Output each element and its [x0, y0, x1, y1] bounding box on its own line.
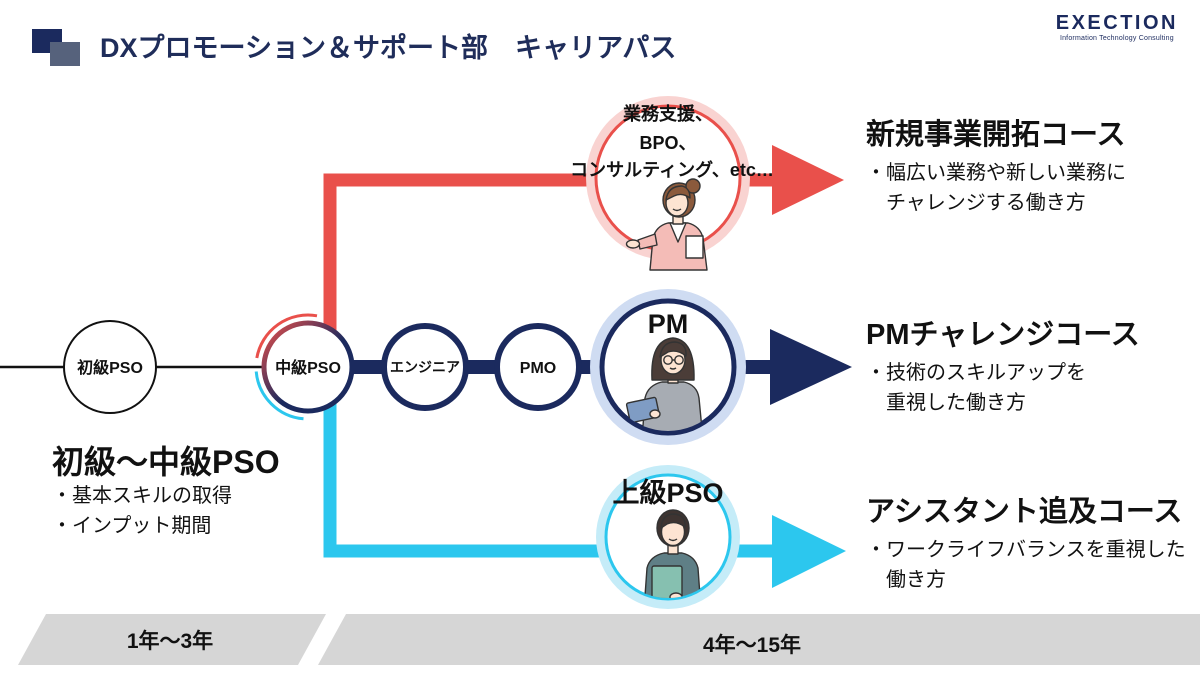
pm-arrowhead: [770, 329, 852, 405]
middle-pso-node: 中級PSO: [254, 313, 355, 421]
middle-node-red-arc: [255, 313, 318, 359]
summary-bullet: ・インプット期間: [52, 515, 212, 537]
pmo-node: [494, 323, 582, 411]
timeline-bar-later: [318, 614, 1200, 665]
pm-label: PM: [648, 309, 689, 339]
engineer-label: エンジニア: [390, 359, 460, 375]
senior-pso-woman-illustration: [643, 509, 702, 598]
course-title: アシスタント追及コース: [866, 496, 1183, 528]
brand-name: EXECTION: [1055, 12, 1178, 34]
course-description: チャレンジする働き方: [886, 192, 1086, 214]
pmo-label: PMO: [520, 360, 556, 377]
course-assistant: アシスタント追及コース ・ワークライフバランスを重視した 働き方: [866, 495, 1186, 595]
pm-node: PM: [590, 289, 746, 445]
middle-node-ring: [261, 320, 355, 414]
junior-pso-node: [63, 320, 157, 414]
assistant-arrowhead: [772, 515, 846, 588]
course-description: 重視した働き方: [886, 392, 1026, 414]
engineer-node: [381, 323, 469, 411]
new-business-arrowhead: [772, 145, 844, 215]
logo-square-slate: [50, 42, 80, 66]
course-title: PMチャレンジコース: [866, 319, 1140, 351]
course-description: ・ワークライフバランスを重視した: [866, 539, 1186, 561]
business-support-line-1: 業務支援、: [622, 103, 713, 124]
brand-tagline: Information Technology Consulting: [1059, 35, 1174, 42]
business-support-line-2: BPO、: [639, 133, 696, 153]
junior-pso-label: 初級PSO: [77, 358, 143, 377]
business-support-line-3: コンサルティング、etc…: [570, 159, 774, 180]
exection-logo: EXECTION Information Technology Consulti…: [1056, 12, 1178, 43]
businesswoman-illustration: [625, 178, 708, 271]
timeline-label-early: 1年〜3年: [127, 629, 213, 653]
summary-bullet: ・基本スキルの取得: [52, 485, 232, 507]
course-title: 新規事業開拓コース: [866, 119, 1126, 151]
course-description: ・技術のスキルアップを: [866, 362, 1086, 384]
course-description: ・幅広い業務や新しい業務に: [866, 162, 1126, 184]
senior-pso-node: 上級PSO: [596, 465, 740, 609]
course-new-business: 新規事業開拓コース ・幅広い業務や新しい業務に チャレンジする働き方: [866, 118, 1126, 218]
course-pm-challenge: PMチャレンジコース ・技術のスキルアップを 重視した働き方: [866, 318, 1140, 418]
pm-woman-illustration: [625, 337, 704, 431]
junior-mid-summary: 初級〜中級PSO ・基本スキルの取得 ・インプット期間: [52, 444, 280, 541]
senior-pso-label: 上級PSO: [612, 477, 723, 508]
page-title: DXプロモーション＆サポート部 キャリアパス: [100, 33, 677, 63]
timeline-bar-early: [18, 614, 326, 665]
business-support-node: 業務支援、 BPO、 コンサルティング、etc…: [570, 96, 774, 271]
department-logo-mark: [32, 29, 82, 69]
middle-node-cyan-arc: [254, 371, 304, 421]
summary-title: 初級〜中級PSO: [52, 444, 280, 480]
timeline: 1年〜3年 4年〜15年: [18, 614, 1200, 665]
course-description: 働き方: [886, 569, 946, 591]
middle-pso-label: 中級PSO: [275, 358, 341, 377]
timeline-label-later: 4年〜15年: [703, 633, 801, 657]
